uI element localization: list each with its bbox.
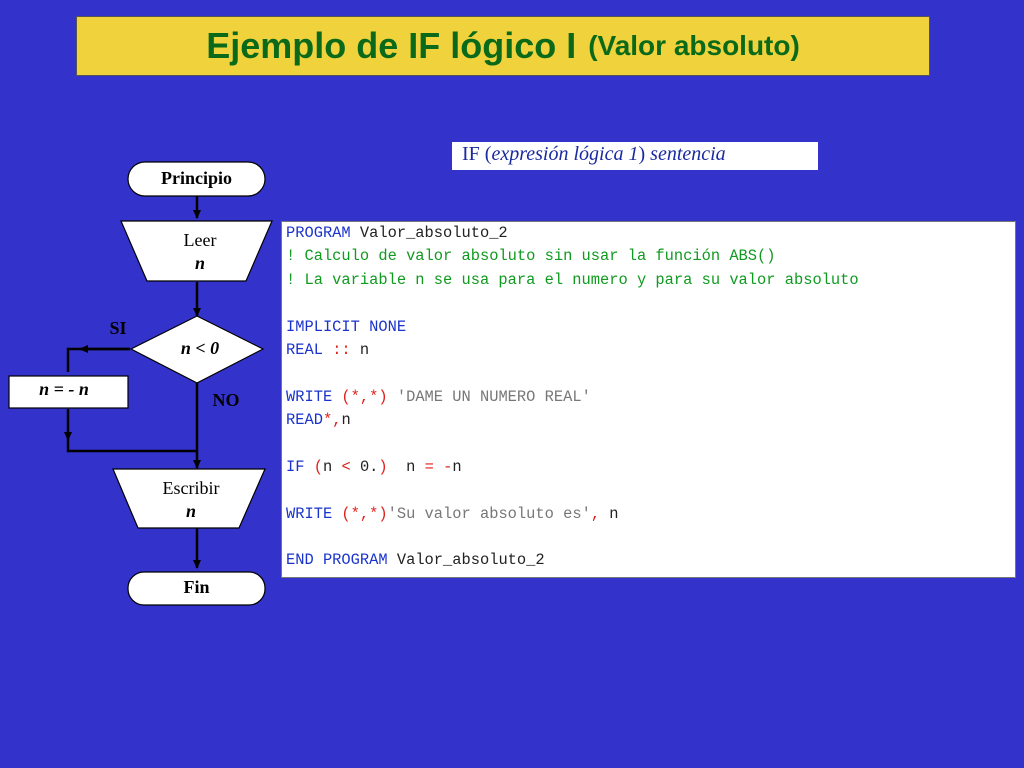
code-line-8: WRITE (*,*) 'DAME UN NUMERO REAL' [286, 386, 1011, 409]
end-terminal [127, 571, 266, 606]
condition-label: n < 0 [180, 338, 220, 358]
code-line-blank [286, 433, 1011, 456]
no-label: NO [212, 390, 240, 410]
code-line-2: ! Calculo de valor absoluto sin usar la … [286, 245, 1011, 268]
code-text: n [322, 457, 342, 476]
code-operator: ( [304, 457, 323, 476]
code-text: n [452, 457, 462, 476]
read-label: Leer [183, 230, 217, 250]
read-variable: n [194, 253, 205, 273]
write-variable: n [185, 501, 196, 521]
code-keyword: WRITE [286, 387, 333, 406]
syntax-box: IF (expresión lógica 1) sentencia [452, 142, 818, 170]
code-line-13: WRITE (*,*)'Su valor absoluto es', n [286, 503, 1011, 526]
code-text: n [387, 457, 425, 476]
write-label: Escribir [162, 478, 220, 498]
code-operator: = - [424, 457, 453, 476]
code-text: Valor_absoluto_2 [350, 224, 508, 242]
syntax-if: IF [462, 143, 480, 165]
code-line-5: IMPLICIT NONE [286, 316, 1011, 339]
code-text: 0. [350, 457, 379, 476]
code-comment: ! La variable n se usa para el numero y … [286, 270, 859, 289]
code-keyword: WRITE [286, 504, 333, 523]
code-operator: , [590, 504, 601, 523]
write-trapezoid [112, 468, 266, 529]
code-line-11: IF (n < 0.) n = -n [286, 456, 1011, 479]
code-keyword: IF [286, 457, 305, 476]
code-line-6: REAL :: n [286, 339, 1011, 362]
code-line-blank [286, 362, 1011, 385]
code-listing: PROGRAM Valor_absoluto_2 ! Calculo de val… [281, 221, 1016, 578]
code-line-blank [286, 526, 1011, 549]
syntax-close-paren: ) [638, 143, 646, 165]
code-string: 'Su valor absoluto es' [387, 504, 591, 523]
start-label: Principio [161, 168, 232, 188]
code-comment: ! Calculo de valor absoluto sin usar la … [286, 247, 776, 266]
code-string: 'DAME UN NUMERO REAL' [387, 387, 591, 406]
code-text: n [341, 411, 351, 430]
read-trapezoid [120, 220, 273, 282]
slide-title: Ejemplo de IF lógico I (Valor absoluto) [76, 16, 930, 76]
code-line-blank [286, 479, 1011, 502]
code-line-3: ! La variable n se usa para el numero y … [286, 269, 1011, 292]
start-terminal [127, 161, 266, 197]
code-operator: (*,*) [332, 387, 388, 406]
code-keyword: PROGRAM [286, 224, 351, 242]
syntax-statement: sentencia [650, 143, 726, 165]
code-operator: ) [378, 457, 388, 476]
title-subtitle: (Valor absoluto) [588, 30, 800, 61]
code-operator: (*,*) [332, 504, 388, 523]
code-text: Valor_absoluto_2 [387, 551, 545, 570]
code-keyword: REAL [286, 340, 323, 359]
code-keyword: READ [286, 411, 323, 430]
assign-box [8, 375, 129, 409]
code-text: n [350, 340, 370, 359]
code-keyword: END PROGRAM [286, 551, 388, 570]
code-line-1: PROGRAM Valor_absoluto_2 [286, 222, 1011, 245]
code-line-blank [286, 292, 1011, 315]
code-line-15: END PROGRAM Valor_absoluto_2 [286, 549, 1011, 572]
code-operator: :: [322, 340, 351, 359]
syntax-expression: expresión lógica 1 [491, 143, 639, 165]
syntax-open-paren: ( [484, 143, 492, 165]
code-operator: < [341, 457, 351, 476]
condition-diamond [129, 315, 265, 384]
code-text: n [600, 504, 619, 523]
yes-label: SI [109, 318, 127, 338]
assign-label: n = - n [39, 379, 89, 399]
end-label: Fin [183, 577, 210, 597]
line-yes-branch [66, 347, 130, 372]
code-operator: *, [322, 411, 342, 430]
code-line-9: READ*,n [286, 409, 1011, 432]
code-keyword: IMPLICIT NONE [286, 317, 407, 336]
title-main: Ejemplo de IF lógico I [206, 25, 577, 66]
line-merge [66, 440, 197, 453]
